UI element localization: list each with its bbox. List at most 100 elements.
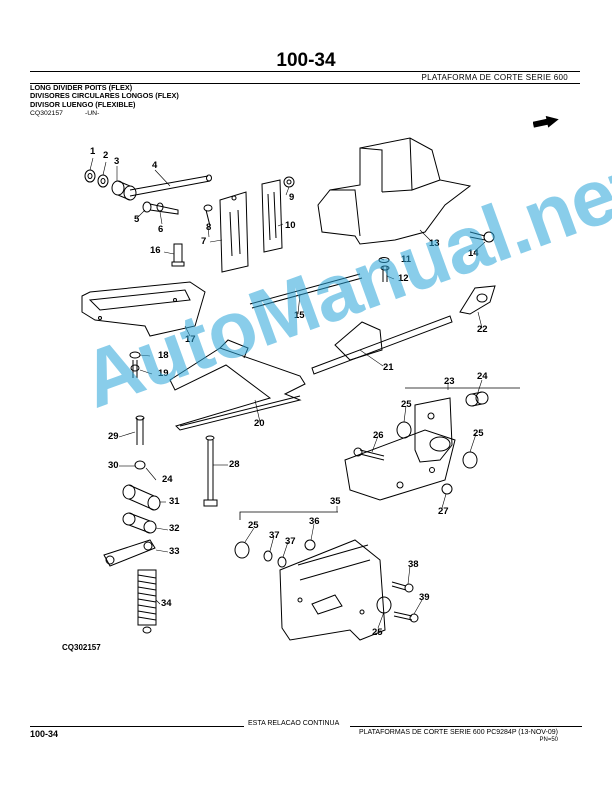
part-washer-11 bbox=[378, 257, 390, 263]
callout-34: 34 bbox=[161, 598, 172, 609]
callout-10: 10 bbox=[285, 220, 296, 231]
figure-reference: CQ302157 bbox=[30, 110, 63, 117]
callout-15: 15 bbox=[294, 310, 305, 321]
figure-label: CQ302157 bbox=[62, 643, 101, 652]
part-nut-37b bbox=[277, 556, 287, 568]
part-titles: LONG DIVIDER POITS (FLEX) DIVISORES CIRC… bbox=[30, 83, 179, 109]
footer-rule-right bbox=[350, 726, 582, 727]
part-bracket-7 bbox=[219, 191, 249, 273]
callout-12: 12 bbox=[398, 273, 409, 284]
callout-25b: 25 bbox=[473, 428, 484, 439]
part-bushing-24a bbox=[465, 391, 489, 407]
part-bracket-23 bbox=[344, 387, 520, 501]
callout-37b: 37 bbox=[285, 536, 296, 547]
part-bolt-6 bbox=[142, 201, 179, 215]
callout-4: 4 bbox=[152, 160, 158, 171]
part-bushing-25d bbox=[376, 596, 392, 614]
part-bushing-3 bbox=[111, 180, 137, 201]
callout-16: 16 bbox=[150, 245, 161, 256]
callout-22: 22 bbox=[477, 324, 488, 335]
callout-25c: 25 bbox=[248, 520, 259, 531]
callout-5: 5 bbox=[134, 214, 140, 225]
callout-36: 36 bbox=[309, 516, 320, 527]
part-bolt-19 bbox=[130, 360, 140, 378]
callout-32: 32 bbox=[169, 523, 180, 534]
callout-1: 1 bbox=[90, 146, 96, 157]
part-arm-20 bbox=[169, 339, 306, 431]
part-bracket-10 bbox=[261, 179, 283, 253]
part-pin-16 bbox=[171, 243, 185, 267]
callout-6: 6 bbox=[158, 224, 164, 235]
callout-27: 27 bbox=[438, 506, 449, 517]
part-link-33 bbox=[103, 539, 156, 567]
part-tube-31 bbox=[122, 484, 161, 511]
page-number-top: 100-34 bbox=[276, 50, 336, 71]
callout-33: 33 bbox=[169, 546, 180, 557]
callout-35: 35 bbox=[330, 496, 341, 507]
part-bushing-25c bbox=[234, 541, 250, 559]
part-bolt-14 bbox=[469, 231, 495, 243]
part-washer-37a bbox=[263, 550, 273, 562]
title-spanish: DIVISOR LUENGO (FLEXIBLE) bbox=[30, 99, 136, 109]
part-bolt-29 bbox=[135, 415, 145, 445]
part-bolt-26 bbox=[353, 447, 385, 461]
right-arrow-icon[interactable] bbox=[533, 116, 559, 128]
part-nut-27 bbox=[441, 483, 453, 495]
footer-catalog-info: PLATAFORMAS DE CORTE SERIE 600 PC9284P (… bbox=[358, 729, 558, 736]
part-bolt-8 bbox=[203, 204, 213, 227]
part-bolt-12 bbox=[380, 265, 390, 282]
callout-23: 23 bbox=[444, 376, 455, 387]
callout-3: 3 bbox=[114, 156, 120, 167]
part-nut-30 bbox=[134, 460, 146, 470]
part-tube-32 bbox=[122, 512, 157, 534]
part-rod-4 bbox=[129, 174, 212, 197]
footer-pn: PN=50 bbox=[539, 737, 558, 743]
part-nut-1 bbox=[84, 169, 96, 183]
callout-2: 2 bbox=[103, 150, 109, 161]
part-bolt-38 bbox=[391, 581, 414, 593]
callout-37a: 37 bbox=[269, 530, 280, 541]
callout-21: 21 bbox=[383, 362, 394, 373]
callout-14: 14 bbox=[468, 248, 479, 259]
callout-25a: 25 bbox=[401, 399, 412, 410]
callout-25d: 25 bbox=[372, 627, 383, 638]
callout-17: 17 bbox=[185, 334, 196, 345]
part-bolt-28 bbox=[203, 435, 218, 507]
section-title: PLATAFORMA DE CORTE SERIE 600 bbox=[421, 73, 568, 82]
callout-38: 38 bbox=[408, 559, 419, 570]
leader-lines bbox=[89, 157, 486, 629]
part-divider-13 bbox=[317, 137, 472, 245]
part-skid-17 bbox=[81, 281, 206, 337]
callout-8: 8 bbox=[206, 222, 212, 233]
exploded-parts-diagram bbox=[81, 137, 520, 641]
callout-28: 28 bbox=[229, 459, 240, 470]
continues-label: ESTA RELACAO CONTINUA bbox=[248, 720, 340, 727]
callout-30: 30 bbox=[108, 460, 119, 471]
callout-31: 31 bbox=[169, 496, 180, 507]
part-nut-9 bbox=[283, 176, 295, 188]
callout-26: 26 bbox=[373, 430, 384, 441]
title-english: LONG DIVIDER POITS (FLEX) bbox=[30, 83, 133, 92]
part-shoe-22 bbox=[459, 285, 496, 315]
part-bushing-25b bbox=[462, 451, 478, 469]
header-rule bbox=[30, 71, 580, 72]
callout-39: 39 bbox=[419, 592, 430, 603]
unit-label: -UN- bbox=[85, 110, 100, 117]
callout-20: 20 bbox=[254, 418, 265, 429]
callout-24b: 24 bbox=[162, 474, 173, 485]
part-bushing-25a bbox=[396, 421, 412, 439]
callout-24a: 24 bbox=[477, 371, 488, 382]
callout-13: 13 bbox=[429, 238, 440, 249]
title-portuguese: DIVISORES CIRCULARES LONGOS (FLEX) bbox=[30, 91, 179, 101]
callout-9: 9 bbox=[289, 192, 295, 203]
header-rule-2 bbox=[30, 83, 580, 84]
callout-29: 29 bbox=[108, 431, 119, 442]
callout-19: 19 bbox=[158, 368, 169, 379]
part-washer-2 bbox=[97, 174, 109, 188]
footer-page-number: 100-34 bbox=[30, 729, 59, 739]
part-bracket-35 bbox=[239, 511, 386, 641]
callout-11: 11 bbox=[401, 254, 412, 265]
part-bushing-24b bbox=[429, 436, 451, 452]
part-nut-36 bbox=[304, 539, 316, 551]
callout-18: 18 bbox=[158, 350, 169, 361]
